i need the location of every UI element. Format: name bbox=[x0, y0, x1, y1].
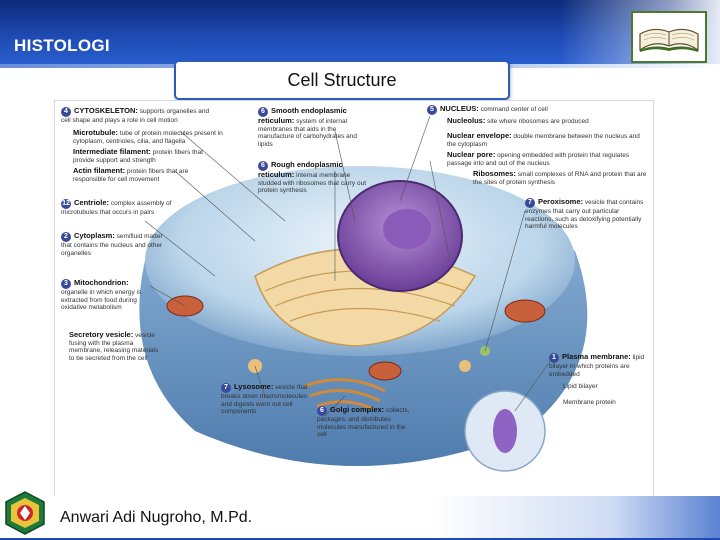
header-title: HISTOLOGI bbox=[14, 36, 110, 55]
author-name: Anwari Adi Nugroho, M.Pd. bbox=[60, 509, 253, 526]
university-logo-icon bbox=[5, 491, 45, 535]
open-book-icon bbox=[631, 11, 707, 63]
vesicle bbox=[459, 360, 471, 372]
label-actin-filament: Actin filament: protein fibers that are … bbox=[73, 166, 189, 183]
label-nuclear-envelope: Nuclear envelope: double membrane betwee… bbox=[447, 131, 640, 148]
label-nucleolus: Nucleolus: site where ribosomes are prod… bbox=[447, 116, 589, 125]
mitochondrion-2 bbox=[504, 299, 546, 323]
mitochondrion-3 bbox=[368, 361, 402, 381]
label-ribosomes: Ribosomes: small complexes of RNA and pr… bbox=[473, 169, 647, 186]
golgi-complex bbox=[304, 378, 386, 411]
footer-band bbox=[0, 496, 720, 540]
cell-illustration bbox=[139, 115, 588, 472]
slide-title: Cell Structure bbox=[287, 69, 397, 90]
footer-line bbox=[0, 538, 720, 540]
membrane-protein bbox=[493, 409, 517, 453]
slide-title-box: Cell Structure bbox=[174, 60, 510, 100]
nucleolus bbox=[383, 209, 431, 249]
label-lipid-bilayer: Lipid bilayer bbox=[563, 383, 598, 390]
label-nuclear-pore: Nuclear pore: opening embedded with prot… bbox=[447, 150, 630, 167]
label-microtubule: Microtubule: tube of protein molecules p… bbox=[73, 128, 223, 145]
label-membrane-protein: Membrane protein bbox=[563, 399, 616, 406]
label-secretory-vesicle: Secretory vesicle: vesicle fusing with t… bbox=[69, 330, 159, 362]
label-intermediate-filament: Intermediate filament: protein fibers th… bbox=[73, 147, 203, 164]
